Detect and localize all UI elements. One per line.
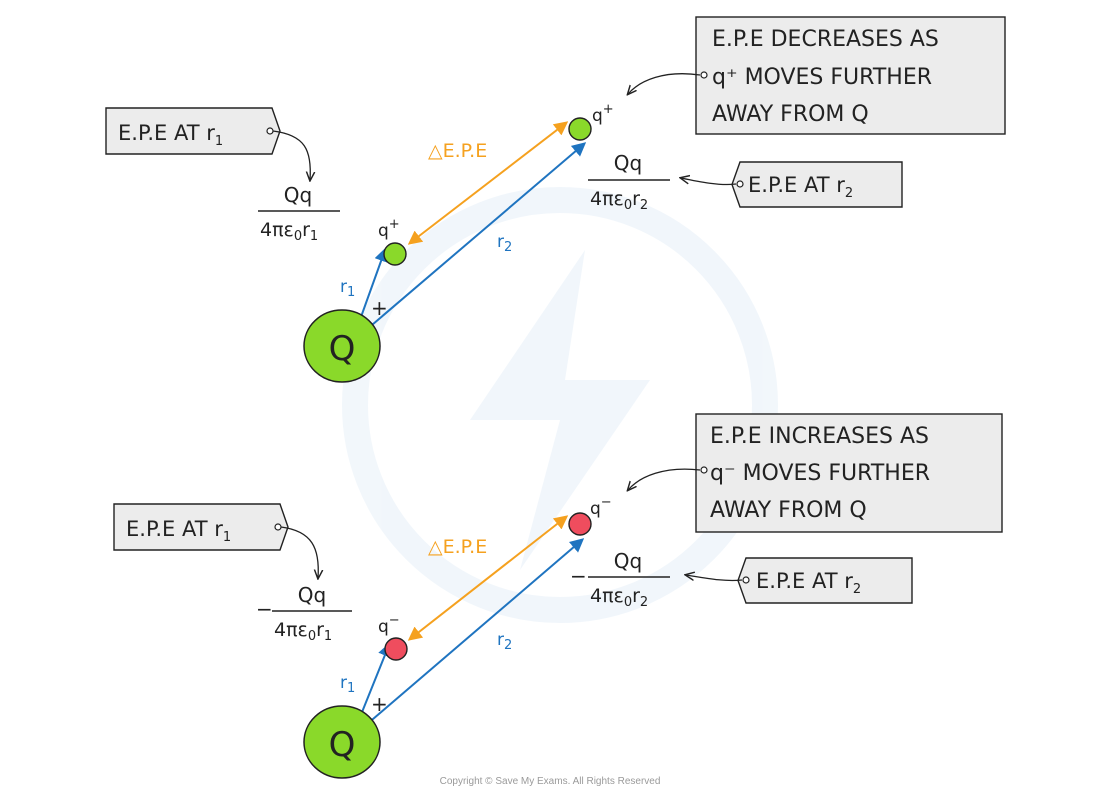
tag-r2-pointer [686, 575, 743, 582]
svg-text:Qq: Qq [614, 549, 642, 573]
svg-text:E.P.E AT r2: E.P.E AT r2 [748, 173, 853, 201]
svg-text:4πε0r1: 4πε0r1 [260, 219, 318, 244]
note-line-2: q⁺ MOVES FURTHER [712, 65, 932, 90]
tag-r2-pointer [681, 178, 737, 186]
test-charge-far: q− [568, 495, 612, 536]
svg-text:Qq: Qq [298, 583, 326, 607]
svg-text:E.P.E AT r1: E.P.E AT r1 [118, 121, 223, 149]
note-epe-increases: E.P.E INCREASES AS q⁻ MOVES FURTHER AWAY… [695, 413, 1003, 533]
r2-label: r2 [497, 232, 512, 255]
svg-text:Qq: Qq [614, 151, 642, 175]
svg-text:−: − [256, 597, 273, 621]
tag-epe-r2: E.P.E AT r2 [737, 557, 913, 604]
svg-text:−: − [570, 564, 587, 588]
svg-text:q+: q+ [378, 217, 400, 241]
svg-text:E.P.E AT r1: E.P.E AT r1 [126, 517, 231, 545]
source-sign: + [371, 692, 388, 716]
top-scenario: E.P.E AT r1 Qq 4πε0r1 E.P.E DECREASES AS… [105, 16, 1006, 383]
source-charge-q: Q + [303, 296, 388, 383]
note-pointer [628, 468, 701, 490]
note-line-3: AWAY FROM Q [710, 498, 867, 523]
svg-text:q+: q+ [592, 102, 614, 126]
source-charge-q: Q + [303, 692, 388, 779]
svg-text:Q: Q [329, 725, 356, 765]
r1-label: r1 [340, 673, 355, 696]
test-charge-near: q− [378, 613, 408, 661]
delta-epe-label: △E.P.E [428, 536, 487, 558]
r2-label: r2 [497, 630, 512, 653]
svg-text:E.P.E AT r2: E.P.E AT r2 [756, 569, 861, 597]
note-pointer [628, 73, 701, 94]
note-epe-decreases: E.P.E DECREASES AS q⁺ MOVES FURTHER AWAY… [695, 16, 1006, 135]
svg-text:Qq: Qq [284, 183, 312, 207]
bottom-scenario: E.P.E AT r1 − Qq 4πε0r1 E.P.E INCREASES … [113, 413, 1003, 779]
test-charge-far: q+ [568, 102, 614, 141]
svg-text:4πε0r2: 4πε0r2 [590, 585, 648, 610]
delta-epe-arrow [407, 121, 569, 245]
note-line-3: AWAY FROM Q [712, 102, 869, 127]
formula-epe-r2: − Qq 4πε0r2 [570, 549, 670, 610]
svg-text:q−: q− [590, 495, 612, 519]
watermark-logo [342, 187, 778, 623]
formula-epe-r1: − Qq 4πε0r1 [256, 583, 352, 644]
tag-epe-r1: E.P.E AT r1 [105, 107, 281, 155]
r1-label: r1 [340, 277, 355, 300]
delta-epe-arrow [407, 515, 569, 641]
copyright-notice: Copyright © Save My Exams. All Rights Re… [439, 776, 661, 787]
formula-epe-r2: Qq 4πε0r2 [588, 151, 670, 213]
note-line-1: E.P.E DECREASES AS [712, 27, 939, 52]
svg-text:q−: q− [378, 613, 400, 637]
tag-r1-pointer [280, 526, 318, 578]
formula-epe-r1: Qq 4πε0r1 [258, 183, 340, 244]
note-line-2: q⁻ MOVES FURTHER [710, 461, 930, 486]
svg-text:Q: Q [329, 329, 356, 369]
test-charge-near: q+ [378, 217, 407, 266]
source-sign: + [371, 296, 388, 320]
tag-text: E.P.E AT r [118, 121, 215, 145]
svg-text:4πε0r1: 4πε0r1 [274, 619, 332, 644]
tag-epe-r1: E.P.E AT r1 [113, 503, 289, 551]
tag-epe-r2: E.P.E AT r2 [731, 161, 903, 208]
svg-text:4πε0r2: 4πε0r2 [590, 188, 648, 213]
tag-r1-pointer [272, 130, 310, 180]
delta-epe-label: △E.P.E [428, 140, 487, 162]
note-line-1: E.P.E INCREASES AS [710, 424, 929, 449]
